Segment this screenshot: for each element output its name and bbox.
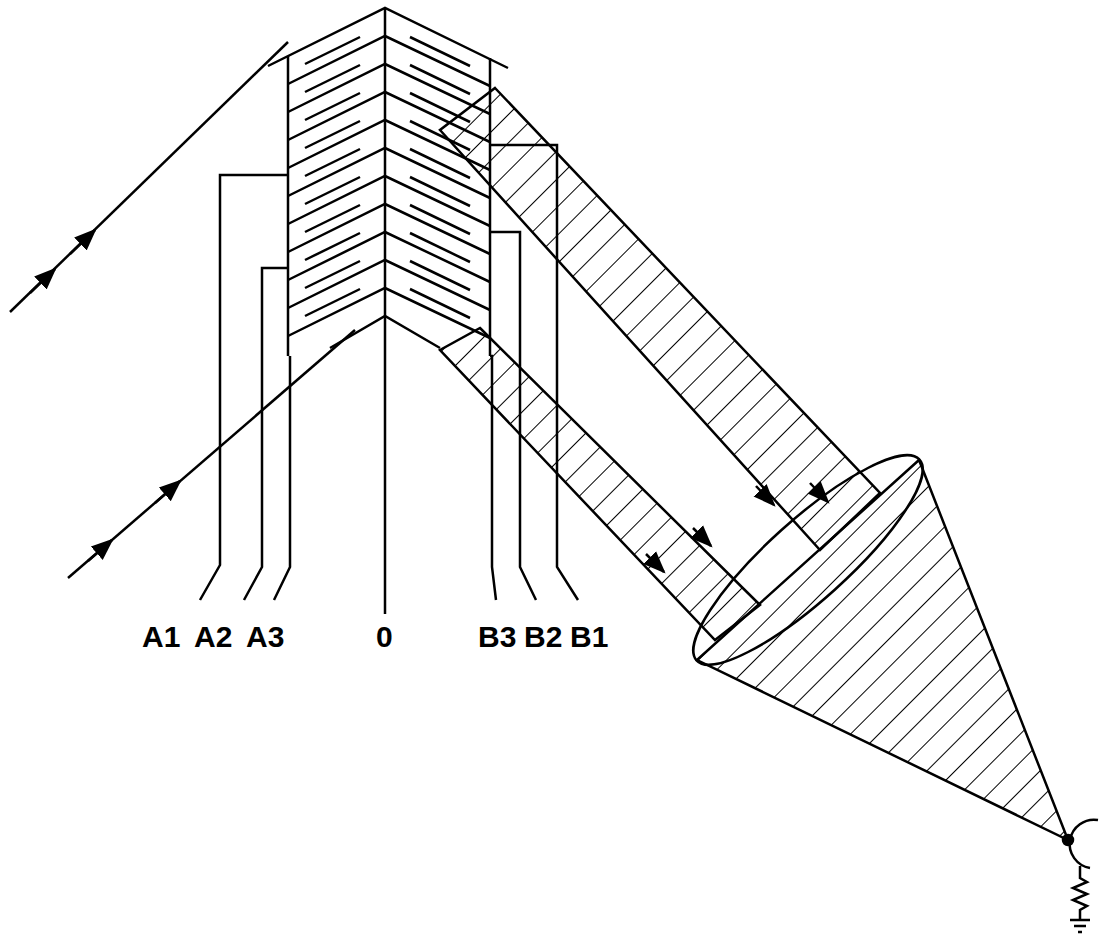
ground-symbol bbox=[1078, 931, 1082, 934]
photodetector-symbol bbox=[1070, 820, 1098, 868]
lower-beam bbox=[440, 328, 760, 640]
incoming-rays bbox=[10, 42, 355, 578]
electrode-fingers bbox=[305, 37, 470, 318]
ground-symbol bbox=[1070, 919, 1090, 922]
lead-label: A1 bbox=[142, 622, 180, 652]
bus-wires bbox=[200, 145, 578, 600]
lead-label: B2 bbox=[524, 622, 562, 652]
upper-beam bbox=[440, 88, 880, 550]
lead-label: 0 bbox=[376, 622, 393, 652]
lens bbox=[670, 430, 946, 690]
ground-symbol bbox=[1074, 925, 1086, 928]
chevron-grating bbox=[268, 8, 508, 614]
beam-arrow bbox=[756, 486, 774, 505]
lead-label: B3 bbox=[478, 622, 516, 652]
beam-arrow bbox=[693, 528, 711, 546]
lead-label: B1 bbox=[570, 622, 608, 652]
light-beams bbox=[440, 88, 1068, 840]
lead-label: A2 bbox=[194, 622, 232, 652]
resistor-symbol bbox=[1073, 866, 1087, 920]
beam-arrow bbox=[646, 554, 664, 572]
lead-label: A3 bbox=[246, 622, 284, 652]
detector-circuit bbox=[1063, 820, 1098, 932]
